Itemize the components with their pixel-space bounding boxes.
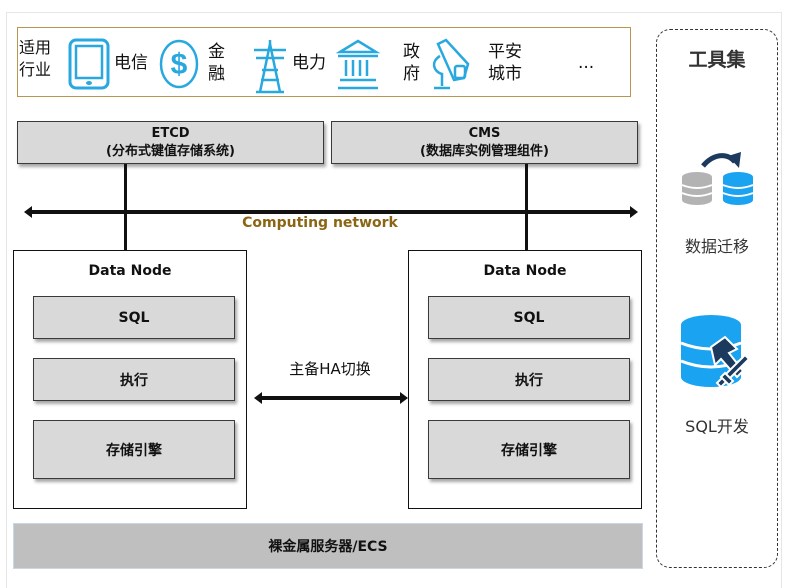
data-node-title: Data Node (483, 263, 567, 279)
etcd-title: ETCD (151, 126, 190, 141)
execution-layer: 执行 (33, 358, 235, 401)
power-tower-icon (254, 40, 286, 94)
dollar-coin-icon: $ (159, 39, 199, 89)
data-node-standby: Data Node SQL 执行 存储引擎 (408, 250, 642, 509)
etcd-connector-line (124, 164, 127, 250)
bare-metal-ecs-bar: 裸金属服务器/ECS (13, 523, 643, 569)
sql-layer: SQL (33, 296, 235, 339)
industry-power-label: 电力 (292, 53, 326, 73)
cms-connector-line (525, 164, 528, 250)
storage-engine-layer: 存储引擎 (33, 420, 235, 479)
storage-engine-layer: 存储引擎 (428, 420, 630, 479)
etcd-box: ETCD (分布式键值存储系统) (17, 121, 324, 164)
computing-network-arrow (24, 206, 638, 218)
industry-government-label: 政府 (403, 42, 420, 84)
ha-switch-label: 主备HA切换 (289, 360, 371, 378)
etcd-subtitle: (分布式键值存储系统) (106, 144, 235, 159)
toolset-panel: 工具集 数据迁移 (656, 29, 778, 568)
industry-panel: 适用行业 电信 $ 金融 电力 (17, 27, 631, 97)
sql-development-icon (681, 315, 751, 389)
industry-telecom-label: 电信 (114, 53, 148, 73)
sql-development-label: SQL开发 (685, 417, 749, 436)
toolset-title: 工具集 (688, 49, 746, 71)
data-migration-icon (681, 152, 754, 205)
data-node-primary: Data Node SQL 执行 存储引擎 (13, 250, 247, 509)
sql-layer: SQL (428, 296, 630, 339)
industry-heading: 适用行业 (19, 38, 52, 79)
data-node-title: Data Node (88, 263, 172, 279)
industry-more-label: ... (578, 53, 595, 73)
industry-safe-city-label: 平安城市 (488, 42, 522, 84)
tablet-icon (68, 38, 110, 90)
government-building-icon (336, 39, 380, 90)
cms-subtitle: (数据库实例管理组件) (420, 144, 549, 159)
computing-network-label: Computing network (242, 215, 398, 231)
ha-switch-arrow (254, 392, 408, 404)
cms-title: CMS (468, 126, 501, 141)
data-migration-label: 数据迁移 (684, 237, 749, 256)
svg-text:$: $ (171, 48, 188, 81)
security-camera-icon (432, 38, 470, 90)
industry-finance-label: 金融 (208, 42, 225, 84)
cms-box: CMS (数据库实例管理组件) (331, 121, 638, 164)
execution-layer: 执行 (428, 358, 630, 401)
diagram-frame (6, 12, 782, 588)
